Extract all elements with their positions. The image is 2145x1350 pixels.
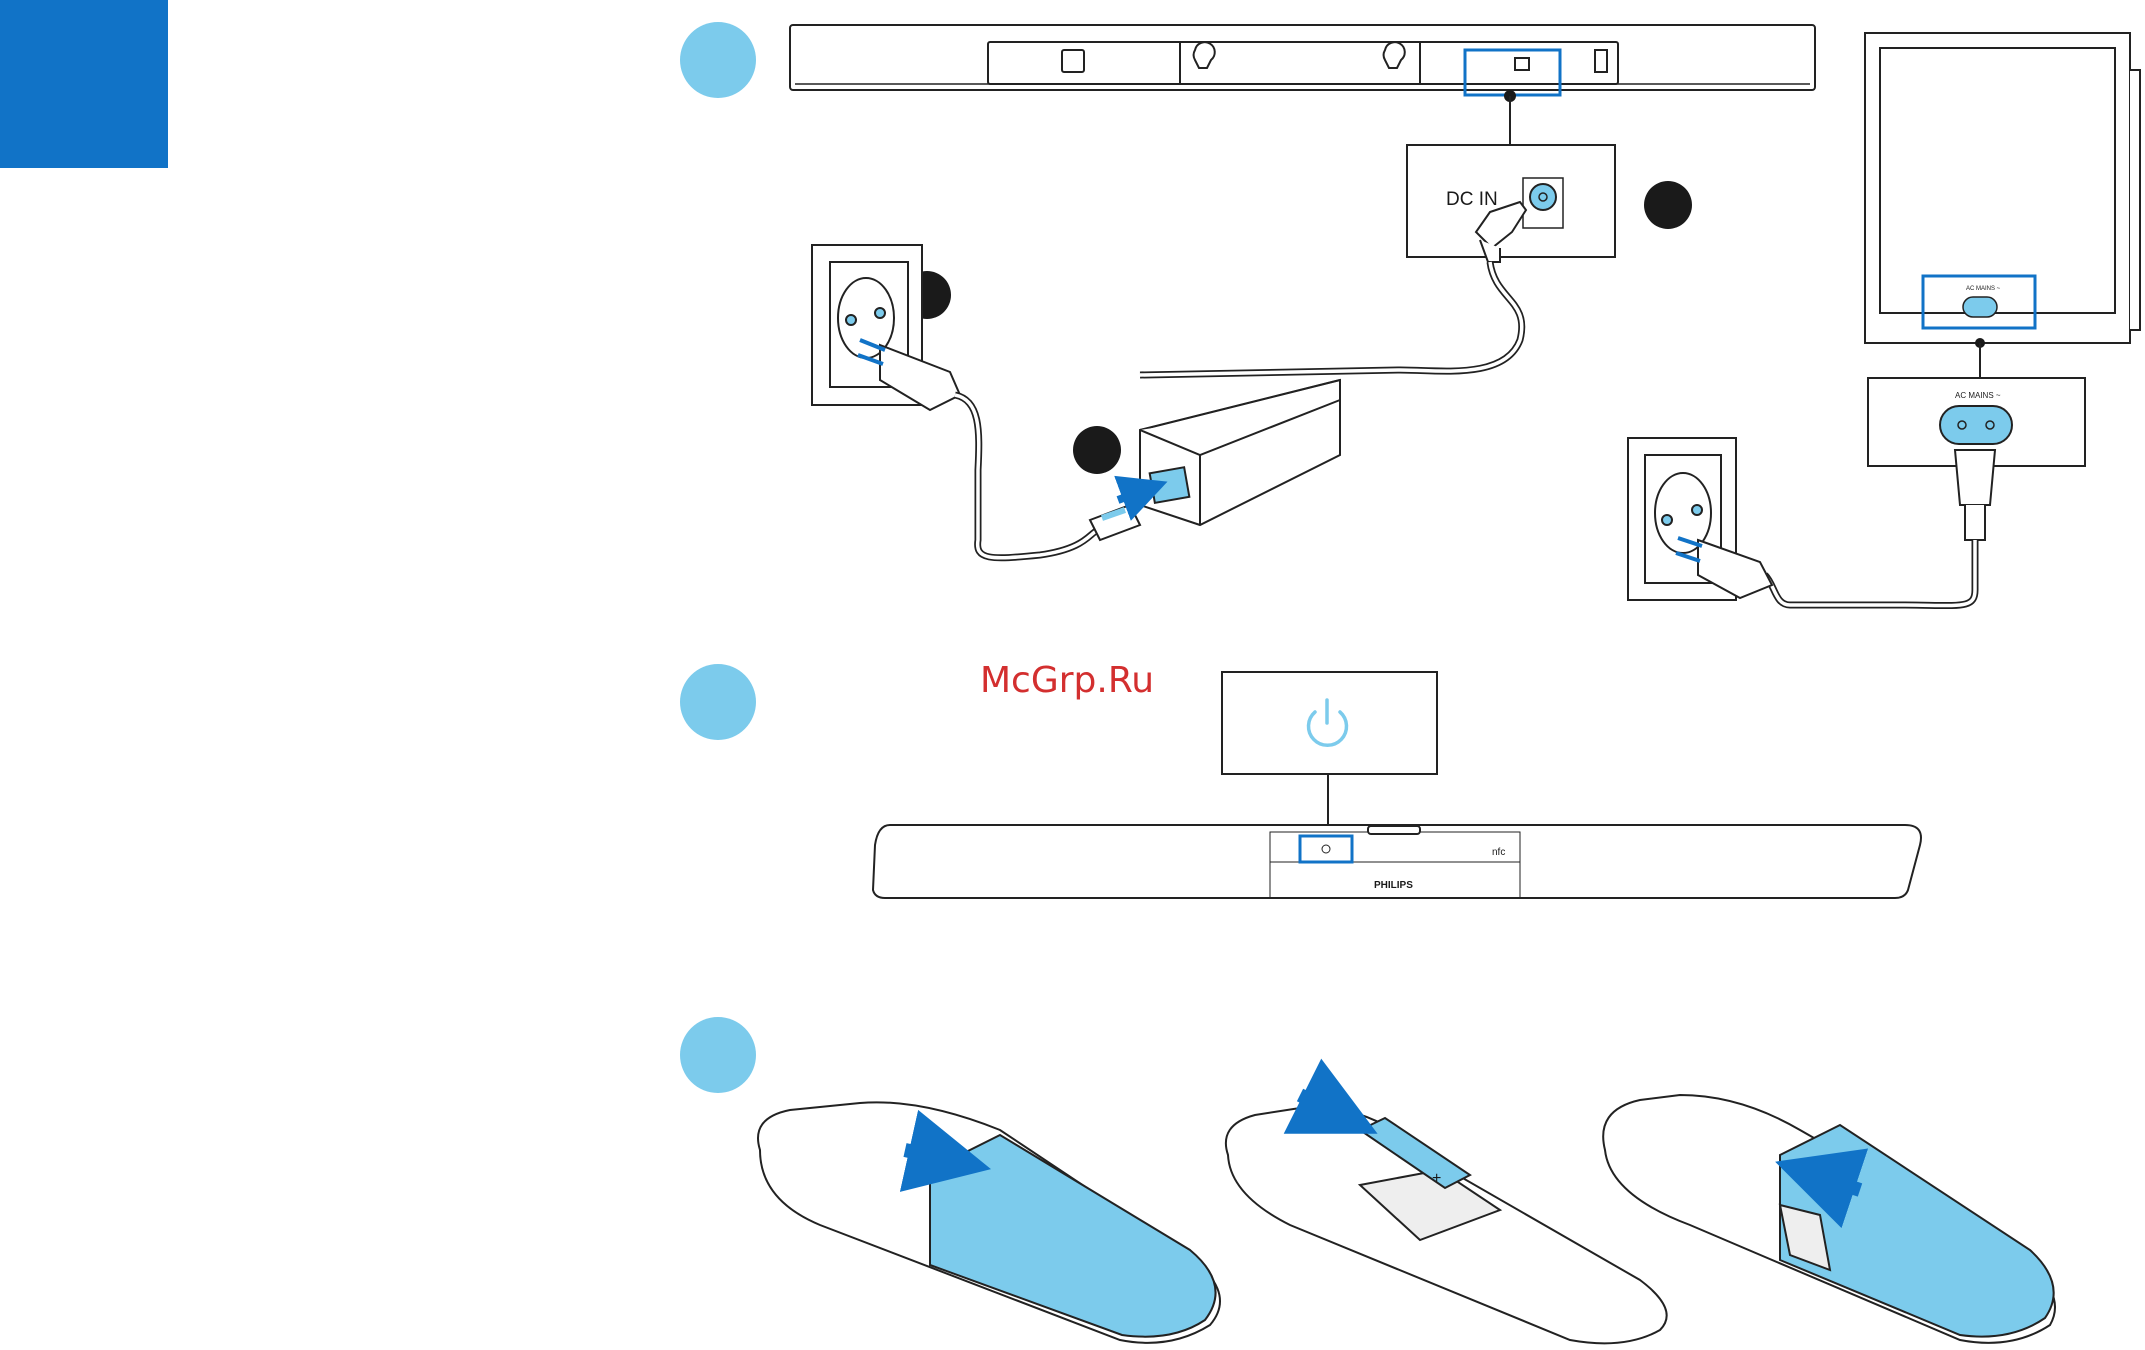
power-callout <box>1222 672 1437 774</box>
power-adapter <box>1140 380 1340 525</box>
ac-mains-small-label: AC MAINS ~ <box>1966 286 2001 292</box>
step-2-bubble <box>680 664 756 740</box>
soundbar-back <box>790 25 1815 90</box>
dc-in-port <box>1530 184 1556 210</box>
adapter-socket <box>1150 467 1190 503</box>
substep-dot-c <box>1644 181 1692 229</box>
remote-1-arrow <box>905 1150 950 1160</box>
remote-3 <box>1603 1095 2055 1343</box>
battery-plus-label: + <box>1432 1170 1441 1187</box>
ac-mains-label: AC MAINS ~ <box>1955 391 2001 400</box>
ac-mains-port <box>1940 406 2012 444</box>
watermark: McGrp.Ru <box>980 660 1154 701</box>
remote-1 <box>758 1102 1220 1343</box>
nfc-label: nfc <box>1492 847 1505 858</box>
substep-dot-b <box>1073 426 1121 474</box>
corner-tab <box>0 0 168 168</box>
step-1-bubble <box>680 22 756 98</box>
dc-in-label: DC IN <box>1446 189 1498 210</box>
dc-in-callout <box>1407 145 1615 257</box>
remote-2 <box>1226 1107 1667 1343</box>
iec-plug <box>1090 505 1140 540</box>
subwoofer <box>1865 33 2140 343</box>
step-3-bubble <box>680 1017 756 1093</box>
brand-label: PHILIPS <box>1374 880 1413 891</box>
